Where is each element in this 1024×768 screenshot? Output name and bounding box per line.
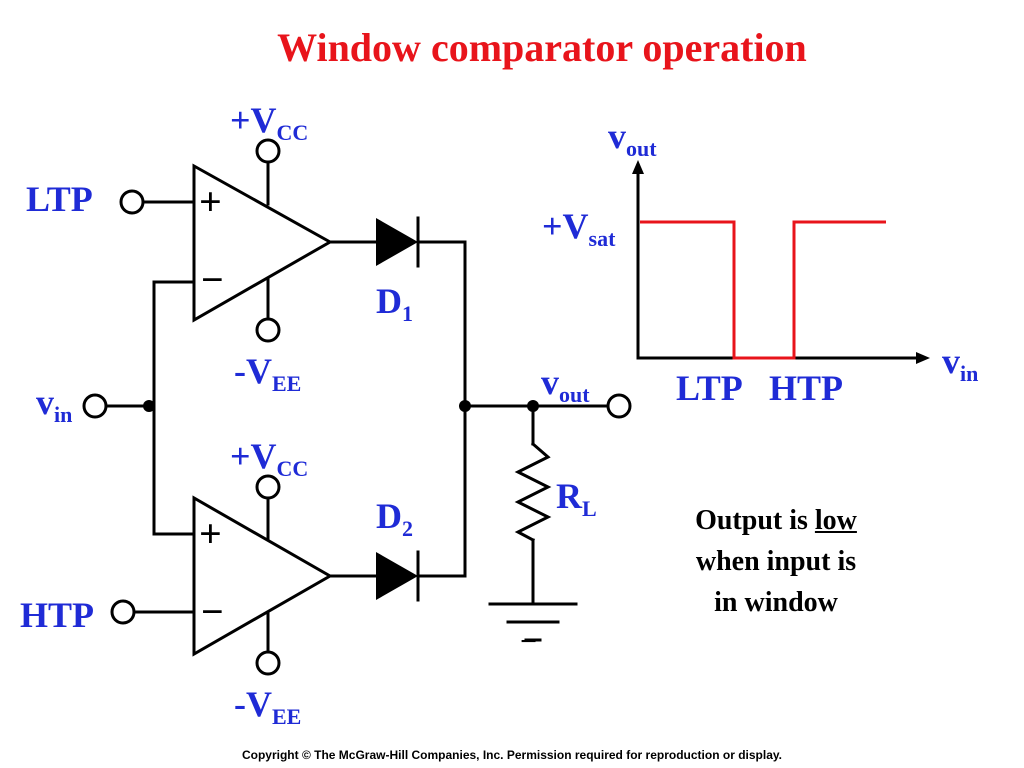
top-vcc-label: +VCC xyxy=(230,100,309,145)
resistor-rl xyxy=(514,441,552,543)
note-emphasis: low xyxy=(814,505,857,536)
terminal-htp xyxy=(110,599,136,625)
terminal-bot-vee xyxy=(255,650,281,676)
bottom-vee-label: -VEE xyxy=(234,684,302,729)
output-label: vout xyxy=(541,362,590,407)
terminal-top-vee xyxy=(255,317,281,343)
graph-x-arrow xyxy=(916,352,930,364)
diode-d1-label: D1 xyxy=(376,281,413,326)
top-minus-sign: − xyxy=(201,257,224,302)
ground-minus-sign: − xyxy=(520,625,537,658)
junction-output xyxy=(459,400,471,412)
graph-vsat-label: +Vsat xyxy=(542,206,616,251)
bottom-vcc-label: +VCC xyxy=(230,436,309,481)
note-line-1: Output is low xyxy=(695,505,857,536)
page-title: Window comparator operation xyxy=(277,25,807,70)
diode-d1 xyxy=(376,218,418,266)
diode-d2-label: D2 xyxy=(376,496,413,541)
graph-y-arrow xyxy=(632,160,644,174)
graph-y-axis-label: vout xyxy=(608,116,657,161)
graph-x-axis-label: vin xyxy=(942,341,979,386)
output-waveform xyxy=(640,220,886,360)
bottom-plus-sign: + xyxy=(199,511,222,556)
graph-htp-label: HTP xyxy=(769,368,844,408)
terminal-ltp xyxy=(119,189,145,215)
comparator-top xyxy=(192,163,334,323)
terminal-output xyxy=(606,393,632,419)
junction-rl xyxy=(527,400,539,412)
terminal-vin xyxy=(82,393,108,419)
top-vee-label: -VEE xyxy=(234,351,302,396)
note-line-3: in window xyxy=(714,587,838,618)
terminal-top-vcc xyxy=(255,138,281,164)
output-note: Output is low when input is in window xyxy=(656,500,896,623)
resistor-label: RL xyxy=(556,476,597,521)
graph-ltp-label: LTP xyxy=(676,368,743,408)
vin-input-label: vin xyxy=(36,382,73,427)
top-plus-sign: + xyxy=(199,179,222,224)
ltp-input-label: LTP xyxy=(26,179,93,219)
terminal-bot-vcc xyxy=(255,474,281,500)
junction-vin xyxy=(143,400,155,412)
note-line-2: when input is xyxy=(695,546,857,577)
comparator-bottom xyxy=(192,495,334,657)
diode-d2 xyxy=(376,552,418,600)
copyright-notice: Copyright © The McGraw-Hill Companies, I… xyxy=(241,748,783,762)
htp-input-label: HTP xyxy=(20,595,95,635)
bottom-minus-sign: − xyxy=(201,589,224,634)
